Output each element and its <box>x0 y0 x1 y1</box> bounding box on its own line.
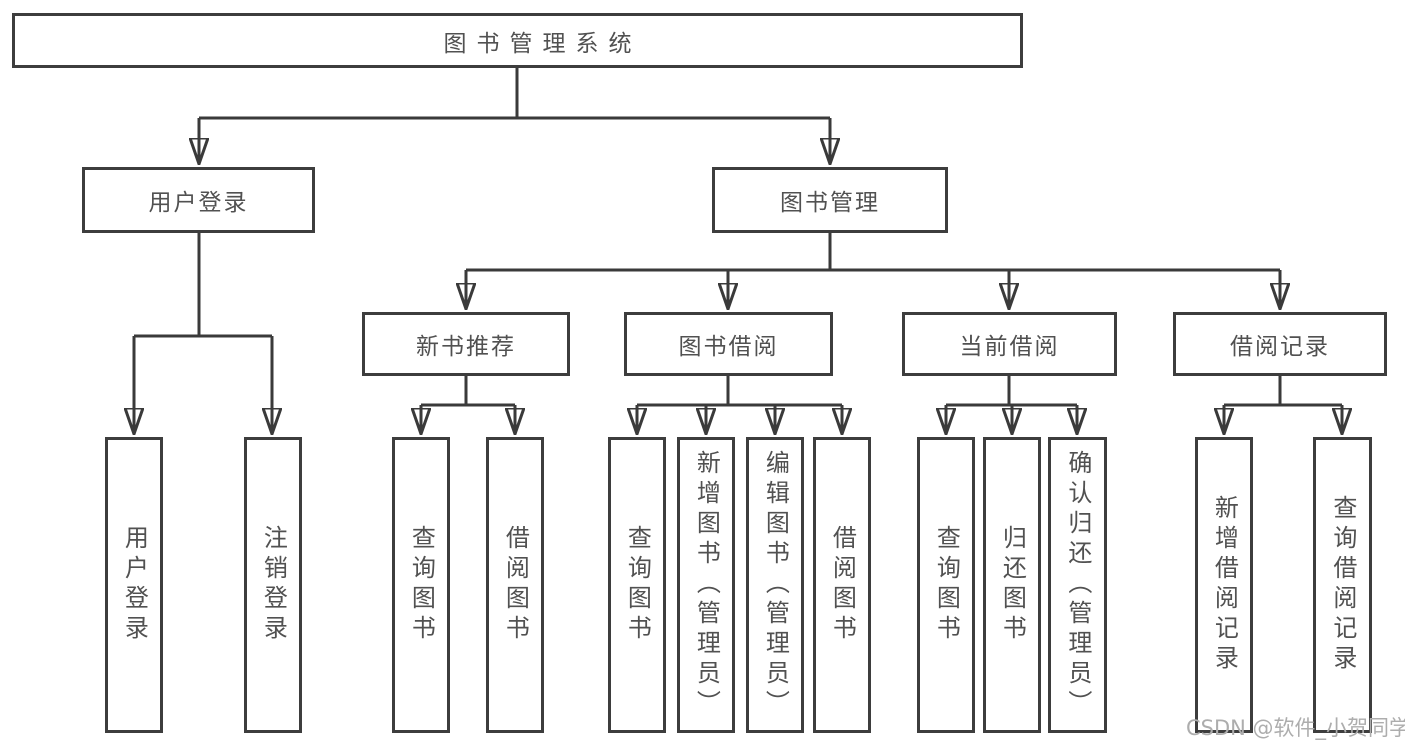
leaf-user-login-label: 用户登录 <box>120 525 149 645</box>
node-current-borrow: 当前借阅 <box>902 312 1117 376</box>
node-root: 图书管理系统 <box>12 13 1023 68</box>
node-book-management: 图书管理 <box>712 167 948 233</box>
leaf-recommend-query-books-label: 查询图书 <box>407 525 436 645</box>
connector-book-management-children <box>466 233 1280 272</box>
node-current-borrow-label: 当前借阅 <box>959 334 1060 360</box>
leaf-record-query-label: 查询借阅记录 <box>1328 495 1357 675</box>
leaf-current-return-books: 归还图书 <box>983 437 1041 733</box>
node-new-book-recommend: 新书推荐 <box>362 312 570 376</box>
leaf-borrow-add-books-label: 新增图书（管理员） <box>692 450 721 720</box>
leaf-borrow-query-books-label: 查询图书 <box>623 525 652 645</box>
leaf-record-add: 新增借阅记录 <box>1195 437 1253 733</box>
connector-root-to-level2 <box>199 68 830 120</box>
leaf-user-login: 用户登录 <box>105 437 163 733</box>
leaf-record-query: 查询借阅记录 <box>1313 437 1372 733</box>
leaf-borrow-query-books: 查询图书 <box>608 437 666 733</box>
node-borrow-record-label: 借阅记录 <box>1230 334 1330 360</box>
node-root-label: 图书管理系统 <box>443 30 642 57</box>
connector-user-login-children <box>134 233 272 338</box>
leaf-borrow-edit-books: 编辑图书（管理员） <box>746 437 804 733</box>
node-user-login: 用户登录 <box>82 167 315 233</box>
leaf-current-return-books-label: 归还图书 <box>998 525 1027 645</box>
leaf-record-add-label: 新增借阅记录 <box>1210 495 1239 675</box>
leaf-borrow-borrow-books-label: 借阅图书 <box>828 525 857 645</box>
connector-current-borrow-children <box>946 376 1077 407</box>
leaf-borrow-borrow-books: 借阅图书 <box>813 437 871 733</box>
leaf-borrow-add-books: 新增图书（管理员） <box>677 437 735 733</box>
leaf-current-query-books: 查询图书 <box>917 437 975 733</box>
connector-borrow-record-children <box>1224 376 1342 407</box>
leaf-recommend-borrow-books: 借阅图书 <box>486 437 544 733</box>
node-book-management-label: 图书管理 <box>780 190 880 216</box>
leaf-logout-label: 注销登录 <box>259 525 288 645</box>
leaf-current-query-books-label: 查询图书 <box>932 525 961 645</box>
node-new-book-recommend-label: 新书推荐 <box>416 334 516 360</box>
node-user-login-label: 用户登录 <box>148 190 249 216</box>
leaf-current-confirm-return-label: 确认归还（管理员） <box>1063 450 1092 720</box>
leaf-recommend-borrow-books-label: 借阅图书 <box>501 525 530 645</box>
leaf-current-confirm-return: 确认归还（管理员） <box>1048 437 1107 733</box>
csdn-watermark: CSDN @软件_小贺同学 <box>1186 716 1405 740</box>
node-book-borrow-label: 图书借阅 <box>678 334 779 360</box>
connector-new-book-recommend-children <box>421 376 515 407</box>
connector-book-borrow-children <box>637 376 842 407</box>
leaf-borrow-edit-books-label: 编辑图书（管理员） <box>761 450 790 720</box>
leaf-logout: 注销登录 <box>244 437 302 733</box>
node-book-borrow: 图书借阅 <box>624 312 833 376</box>
leaf-recommend-query-books: 查询图书 <box>392 437 450 733</box>
node-borrow-record: 借阅记录 <box>1173 312 1387 376</box>
